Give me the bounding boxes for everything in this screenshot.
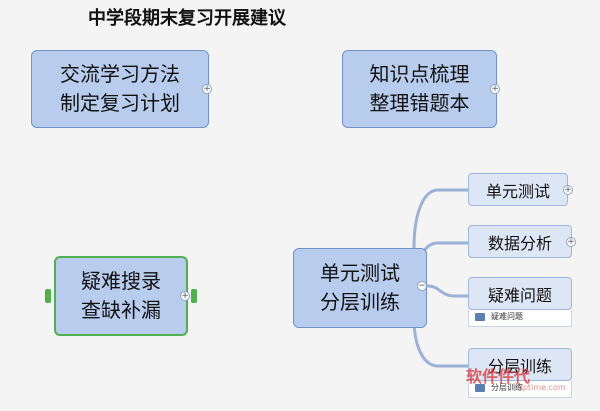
attachment-layered-training[interactable]: 分层训练 — [468, 381, 572, 398]
node-knowledge-line2: 整理错题本 — [369, 91, 470, 115]
expand-icon[interactable]: + — [490, 84, 500, 94]
child-unit-test[interactable]: 单元测试 — [468, 173, 568, 206]
node-difficult-line2: 查缺补漏 — [81, 298, 161, 322]
node-knowledge-line1: 知识点梳理 — [369, 62, 470, 86]
expand-icon[interactable]: + — [563, 185, 573, 195]
watermark-text: 软件件代 — [466, 367, 531, 386]
attachment-layered-label: 分层训练 — [491, 383, 523, 392]
watermark-url: Pptime.com — [518, 383, 566, 392]
child-layered-training[interactable]: 分层训练 — [468, 348, 572, 381]
node-unit-test-training[interactable]: 单元测试 分层训练 — [293, 248, 427, 328]
expand-icon[interactable]: + — [202, 84, 212, 94]
attachment-difficult-questions[interactable]: 疑难问题 — [468, 310, 572, 327]
selection-handle-left[interactable] — [45, 289, 51, 303]
child-data-analysis-label: 数据分析 — [487, 233, 552, 253]
child-data-analysis[interactable]: 数据分析 — [468, 225, 572, 258]
expand-icon[interactable]: + — [566, 237, 576, 247]
node-difficult-line1: 疑难搜录 — [81, 269, 161, 293]
child-difficult-questions[interactable]: 疑难问题 — [468, 277, 572, 310]
selection-handle-right[interactable] — [191, 289, 197, 303]
collapse-icon[interactable]: − — [417, 281, 427, 291]
node-unit-line2: 分层训练 — [320, 290, 400, 314]
node-difficult-search[interactable]: 疑难搜录 查缺补漏 — [54, 256, 188, 336]
image-icon — [475, 313, 485, 321]
node-exchange-line2: 制定复习计划 — [60, 91, 180, 115]
image-icon — [475, 384, 485, 392]
child-difficult-questions-label: 疑难问题 — [487, 285, 552, 305]
child-layered-training-label: 分层训练 — [487, 356, 552, 376]
node-exchange-methods[interactable]: 交流学习方法 制定复习计划 — [31, 50, 209, 128]
attachment-difficult-label: 疑难问题 — [491, 312, 523, 321]
node-knowledge-points[interactable]: 知识点梳理 整理错题本 — [342, 50, 497, 128]
child-unit-test-label: 单元测试 — [485, 181, 550, 201]
node-unit-line1: 单元测试 — [320, 261, 400, 285]
watermark-logo: 软件件代 Pptime.com — [466, 363, 566, 392]
connector-difficult-questions — [426, 284, 470, 298]
node-exchange-line1: 交流学习方法 — [60, 62, 180, 86]
expand-icon[interactable]: + — [180, 291, 190, 301]
page-title: 中学段期末复习开展建议 — [88, 8, 286, 29]
